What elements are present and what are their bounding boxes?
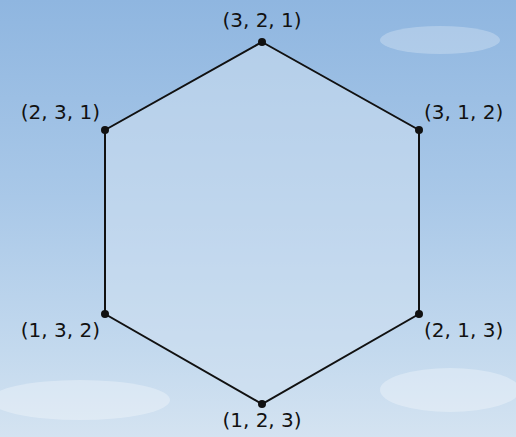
- vertex-label: (2, 3, 1): [21, 100, 100, 124]
- hexagon: [105, 42, 419, 404]
- cloud: [380, 26, 500, 54]
- vertex-dot: [415, 126, 423, 134]
- cloud: [0, 380, 170, 420]
- vertex-dot: [101, 310, 109, 318]
- vertex-label: (3, 2, 1): [222, 8, 301, 32]
- vertex-dot: [415, 310, 423, 318]
- cloud: [380, 368, 516, 412]
- vertex-dot: [101, 126, 109, 134]
- vertex-dot: [258, 400, 266, 408]
- vertex-label: (2, 1, 3): [424, 318, 503, 342]
- vertex-label: (1, 3, 2): [21, 318, 100, 342]
- vertex-label: (1, 2, 3): [222, 408, 301, 432]
- vertex-label: (3, 1, 2): [424, 100, 503, 124]
- vertex-dot: [258, 38, 266, 46]
